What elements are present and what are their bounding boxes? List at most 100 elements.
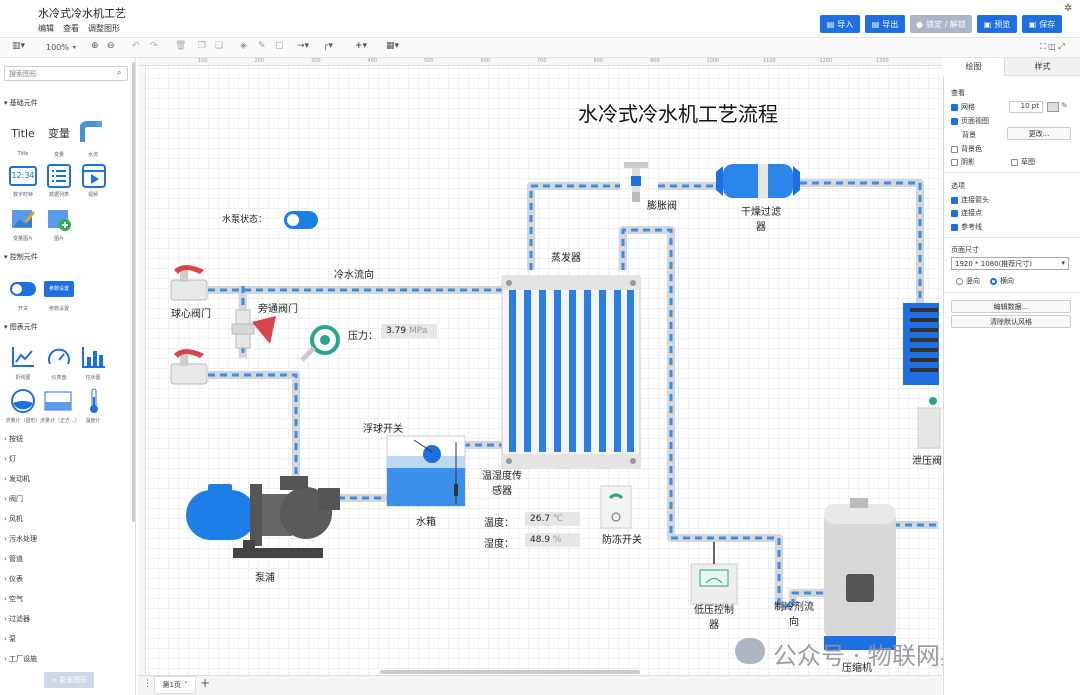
file-icon: ▤ bbox=[826, 19, 835, 29]
lock-button[interactable]: ●锁定 / 解锁 bbox=[910, 15, 972, 33]
chevron-right-icon: › bbox=[4, 435, 10, 443]
shape-search-input[interactable]: 搜索图形 bbox=[4, 66, 128, 81]
settings-icon[interactable]: ✲ bbox=[1064, 3, 1073, 14]
chevron-down-icon: ▾ bbox=[1061, 259, 1065, 267]
undo-icon[interactable]: ↶ bbox=[132, 41, 140, 51]
palette-title-item[interactable]: Title bbox=[11, 127, 35, 140]
square-flowmeter-icon[interactable] bbox=[44, 391, 72, 411]
shadow-icon[interactable]: ▢ bbox=[275, 41, 284, 51]
menu-view[interactable]: 查看 bbox=[63, 24, 79, 33]
ruler-mark: 1200 bbox=[819, 58, 833, 64]
palette-variable-item[interactable]: 变量 bbox=[48, 127, 70, 140]
divider bbox=[943, 172, 1080, 173]
grid-size-input[interactable]: 10 pt bbox=[1009, 101, 1043, 113]
fill-color-icon[interactable]: ◈ bbox=[240, 41, 247, 51]
section-basic-components[interactable]: ▾ 基础元件 bbox=[4, 99, 38, 107]
fullscreen-icon[interactable]: ⛶ ◫ ⤢ bbox=[1040, 42, 1065, 51]
edit-data-button[interactable]: 编辑数据... bbox=[951, 300, 1071, 313]
gauge-icon[interactable] bbox=[47, 346, 71, 368]
zoom-in-icon[interactable]: ⊕ bbox=[91, 41, 99, 51]
shadow-checkbox[interactable]: 阴影 bbox=[951, 157, 975, 167]
category-item[interactable]: › 灯 bbox=[4, 455, 17, 463]
more-shapes-button[interactable]: + 更多图形 bbox=[44, 672, 94, 688]
category-item[interactable]: › 管道 bbox=[4, 555, 24, 563]
horizontal-scrollbar[interactable] bbox=[380, 670, 640, 674]
waypoints-icon[interactable]: ┌▾ bbox=[323, 41, 333, 51]
category-item[interactable]: › 工厂设施 bbox=[4, 655, 38, 663]
zoom-select[interactable]: 100% bbox=[46, 43, 69, 52]
connect-arrows-checkbox[interactable]: 连接箭头 bbox=[951, 195, 989, 205]
preview-button[interactable]: ▣预览 bbox=[977, 15, 1017, 33]
bg-color-checkbox[interactable]: 背景色 bbox=[951, 144, 982, 154]
panel-layout-icon[interactable]: ▥▾ bbox=[12, 41, 26, 51]
insert-icon[interactable]: +▾ bbox=[355, 41, 368, 51]
video-icon[interactable] bbox=[82, 164, 106, 188]
category-item[interactable]: › 仪表 bbox=[4, 575, 24, 583]
connect-points-checkbox[interactable]: 连接点 bbox=[951, 208, 982, 218]
switch-item[interactable] bbox=[10, 282, 36, 296]
pump-status-toggle[interactable] bbox=[284, 211, 318, 229]
section-chart-components[interactable]: ▾ 图表元件 bbox=[4, 323, 38, 331]
image-icon[interactable] bbox=[47, 207, 71, 231]
landscape-radio[interactable]: 横向 bbox=[990, 276, 1014, 286]
grid-color-swatch[interactable] bbox=[1047, 102, 1059, 112]
zoom-dropdown-icon[interactable]: ▾ bbox=[73, 44, 77, 51]
delete-icon[interactable]: 🗑 bbox=[175, 41, 187, 51]
left-panel-scrollbar[interactable] bbox=[132, 62, 135, 522]
category-item[interactable]: › 泵 bbox=[4, 635, 17, 643]
palette-label: 变量图片 bbox=[12, 236, 33, 242]
line-chart-icon[interactable] bbox=[11, 346, 35, 368]
change-background-button[interactable]: 更改... bbox=[1007, 127, 1071, 140]
digital-clock-icon[interactable]: 12:34 bbox=[9, 166, 37, 186]
file-icon: ▤ bbox=[871, 19, 880, 29]
category-item[interactable]: › 发动机 bbox=[4, 475, 31, 483]
variable-image-icon[interactable] bbox=[11, 207, 35, 231]
section-control-components[interactable]: ▾ 控制元件 bbox=[4, 253, 38, 261]
diagram-title: 水冷式冷水机工艺流程 bbox=[578, 102, 778, 126]
tab-diagram[interactable]: 绘图 bbox=[943, 58, 1004, 76]
menu-adjust-shape[interactable]: 调整图形 bbox=[88, 24, 120, 33]
category-item[interactable]: › 过滤器 bbox=[4, 615, 31, 623]
clear-default-style-button[interactable]: 清除默认风格 bbox=[951, 315, 1071, 328]
page-size-select[interactable]: 1920 * 1080(推荐尺寸)▾ bbox=[951, 257, 1069, 270]
add-page-icon[interactable]: + bbox=[200, 676, 211, 690]
page-menu-icon[interactable]: ⋮ bbox=[143, 679, 152, 689]
ruler-mark: 1000 bbox=[706, 58, 720, 64]
search-icon[interactable]: ⌕ bbox=[117, 68, 122, 77]
pressure-unit: MPa bbox=[409, 326, 428, 336]
expansion-valve-label: 膨胀阀 bbox=[647, 201, 677, 212]
data-list-icon[interactable] bbox=[47, 164, 71, 188]
category-item[interactable]: › 按钮 bbox=[4, 435, 24, 443]
portrait-radio[interactable]: 竖向 bbox=[956, 276, 980, 286]
import-button[interactable]: ▤导入 bbox=[820, 15, 860, 33]
grid-checkbox[interactable]: 网格 bbox=[951, 102, 975, 112]
bar-chart-icon[interactable] bbox=[82, 346, 106, 368]
redo-icon[interactable]: ↷ bbox=[150, 41, 158, 51]
to-back-icon[interactable]: ❏ bbox=[215, 41, 224, 51]
sketch-checkbox[interactable]: 草图 bbox=[1011, 157, 1035, 167]
round-flowmeter-icon[interactable] bbox=[11, 389, 35, 413]
zoom-out-icon[interactable]: ⊖ bbox=[107, 41, 115, 51]
category-item[interactable]: › 阀门 bbox=[4, 495, 24, 503]
menu-edit[interactable]: 编辑 bbox=[38, 24, 54, 33]
connection-icon[interactable]: →▾ bbox=[297, 41, 310, 51]
category-item[interactable]: › 风机 bbox=[4, 515, 24, 523]
line-color-icon[interactable]: ✎ bbox=[258, 41, 266, 51]
category-item[interactable]: › 污水处理 bbox=[4, 535, 38, 543]
tab-style[interactable]: 样式 bbox=[1004, 58, 1080, 76]
chevron-right-icon: › bbox=[4, 655, 10, 663]
thermometer-icon[interactable] bbox=[88, 388, 100, 414]
water-pipe-icon[interactable] bbox=[80, 120, 104, 144]
to-front-icon[interactable]: ❐ bbox=[198, 41, 207, 51]
page-view-checkbox[interactable]: 页面视图 bbox=[951, 116, 989, 126]
radio-unselected-icon bbox=[956, 277, 963, 285]
export-button[interactable]: ▤导出 bbox=[865, 15, 905, 33]
save-button[interactable]: ▣保存 bbox=[1022, 15, 1062, 33]
category-item[interactable]: › 空气 bbox=[4, 595, 24, 603]
checkbox-unchecked-icon bbox=[951, 158, 958, 166]
page-tab[interactable]: 第1页˄ bbox=[154, 676, 196, 694]
table-icon[interactable]: ▦▾ bbox=[386, 41, 400, 51]
guides-checkbox[interactable]: 参考线 bbox=[951, 222, 982, 232]
edit-pencil-icon[interactable]: ✎ bbox=[1061, 101, 1068, 110]
param-setting-item[interactable]: 参数设置 bbox=[44, 281, 74, 297]
